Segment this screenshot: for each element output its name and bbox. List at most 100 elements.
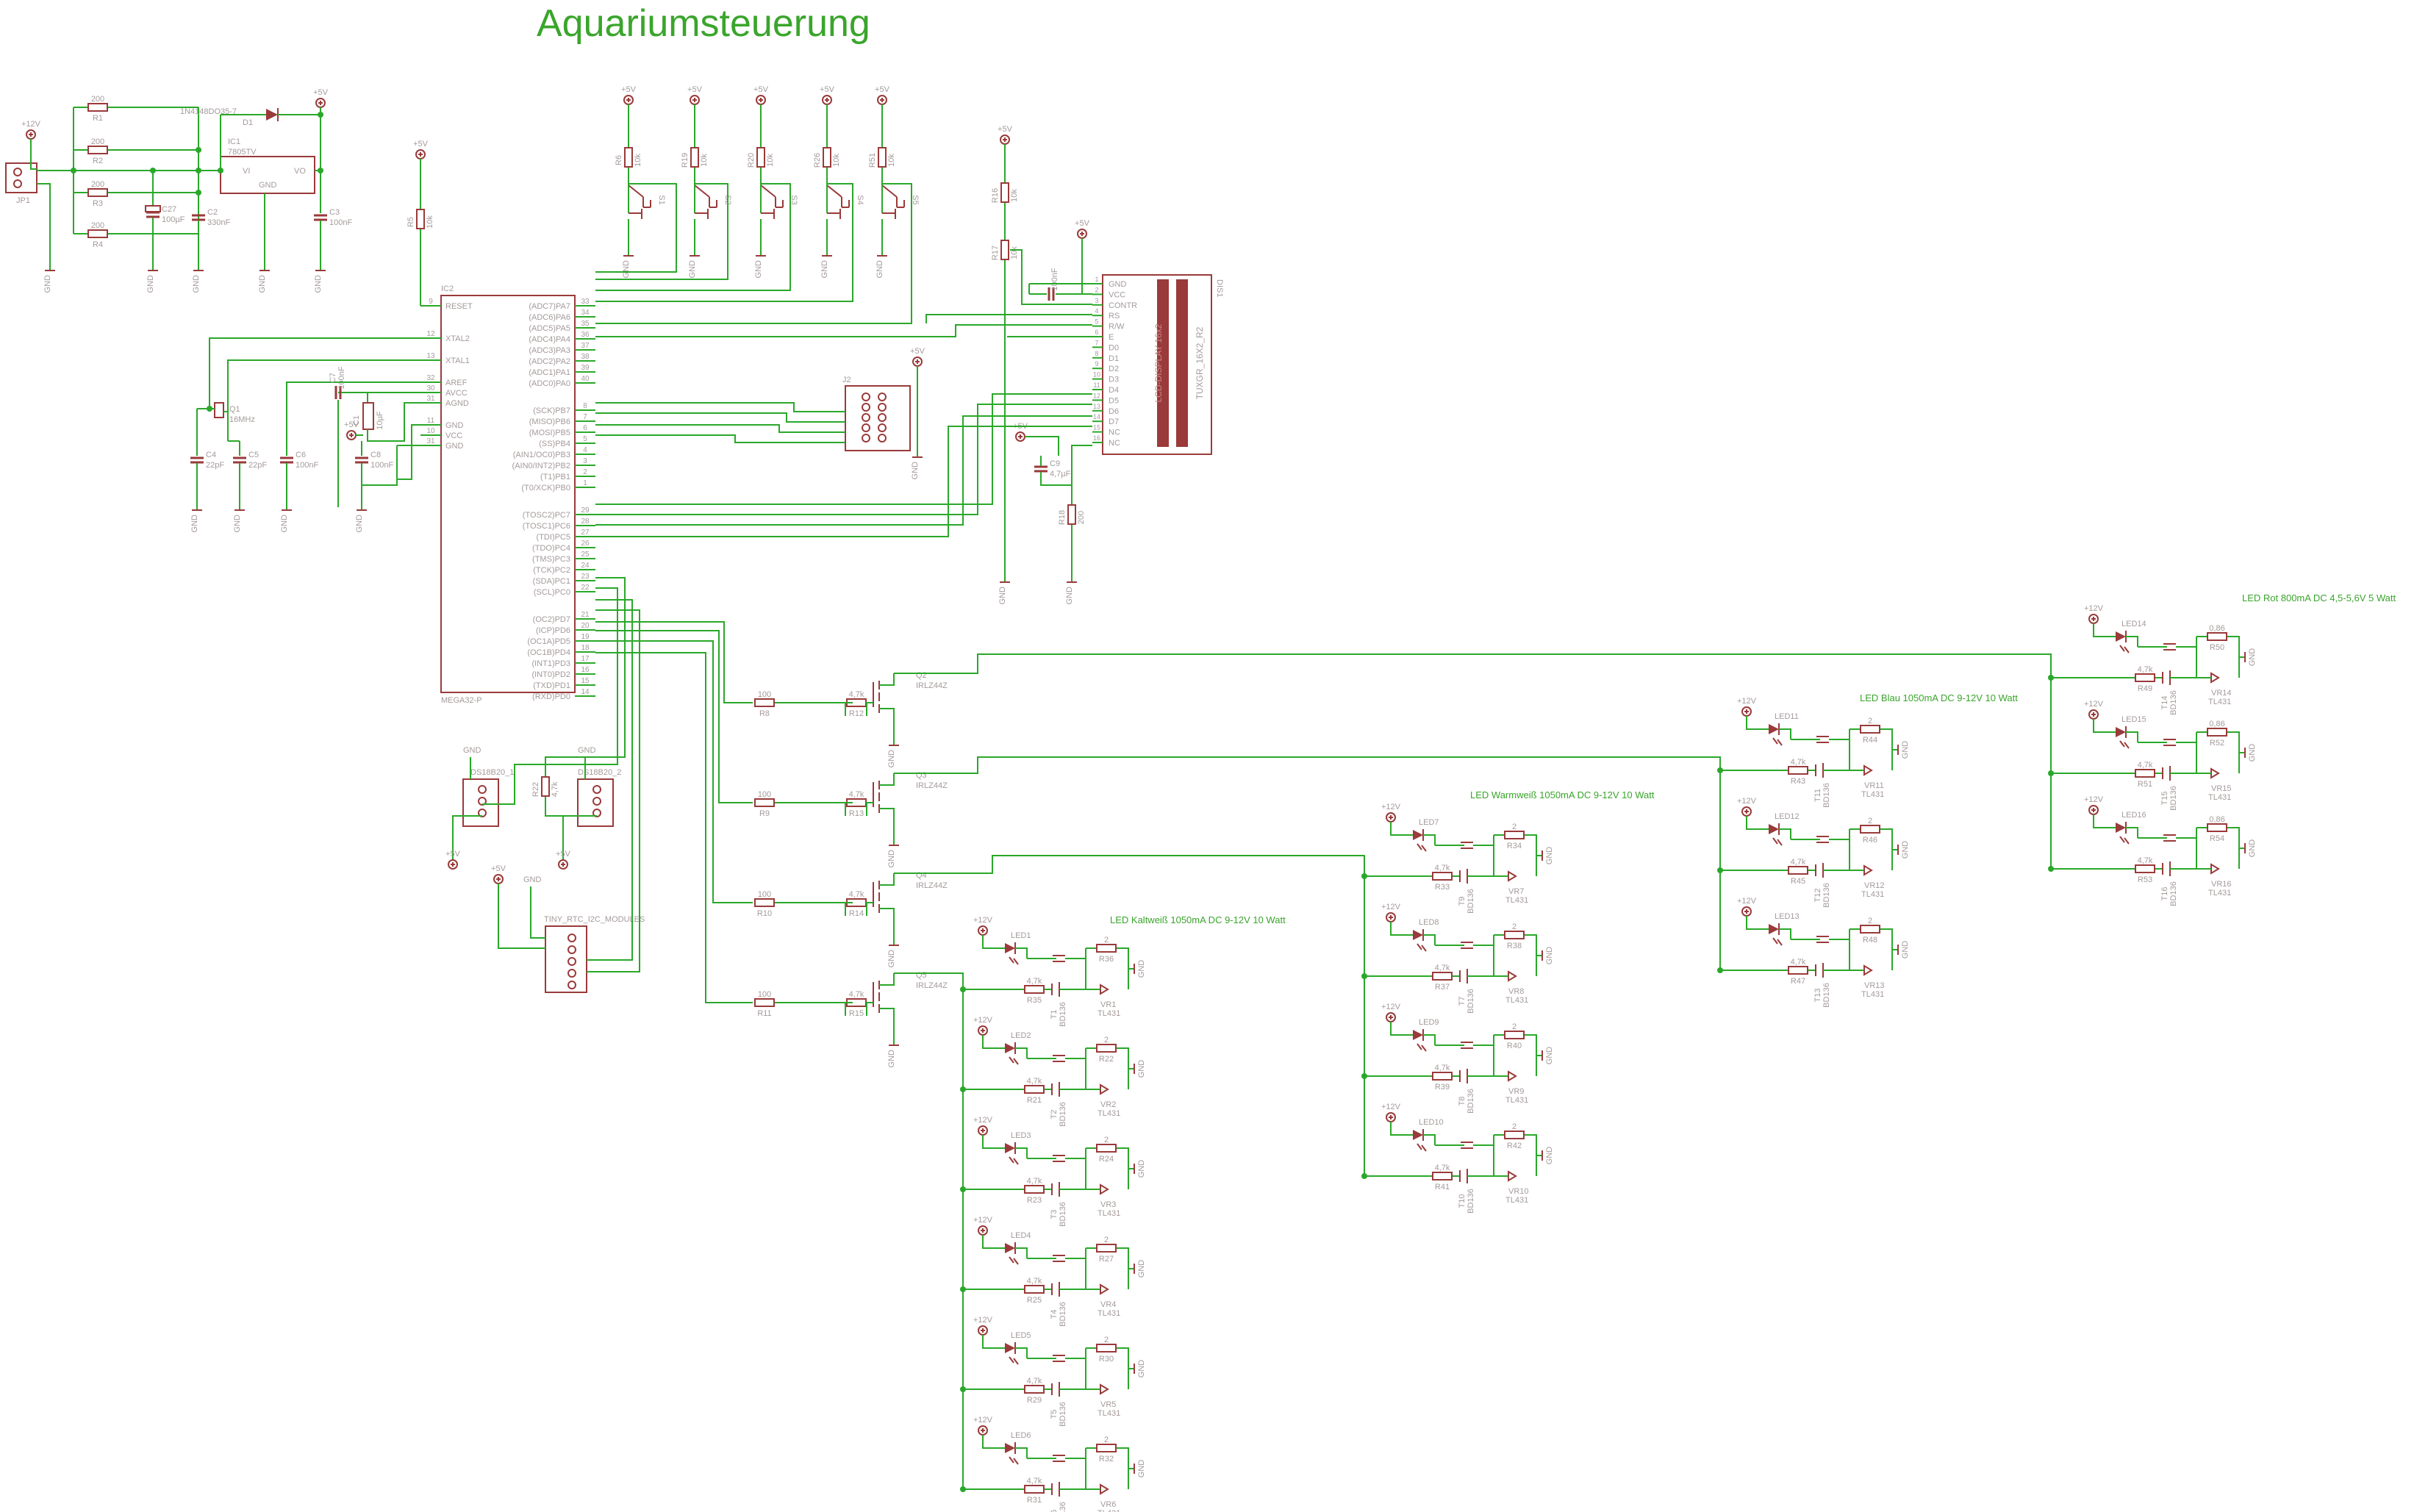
rtc-pin — [567, 957, 576, 966]
wire — [227, 359, 420, 441]
mcu-pin-number: 26 — [581, 540, 590, 548]
mcu-pin-label: (OC1A)PD5 — [527, 637, 570, 646]
vr-value: TL431 — [2208, 698, 2231, 706]
vr-ref: VR4 — [1100, 1300, 1116, 1309]
part-line — [1421, 1045, 1427, 1052]
resistor-value: 4,7k — [1027, 1377, 1042, 1386]
lcd-pin-number: 14 — [1093, 413, 1100, 420]
switch-ref: S3 — [789, 195, 798, 204]
resistor — [1504, 1031, 1525, 1039]
vr-value: TL431 — [1098, 1409, 1120, 1418]
rtc-ref: TINY_RTC_I2C_MODULES — [544, 915, 645, 924]
transistor-value: BD136 — [1059, 1402, 1067, 1427]
gnd-label: GND — [688, 260, 697, 279]
part-line — [1013, 1458, 1019, 1465]
mcu-pin-number: 16 — [581, 666, 590, 674]
junction — [318, 168, 323, 173]
supply-label: +5V — [413, 140, 429, 148]
transistor-ref: T3 — [1050, 1210, 1059, 1219]
wire — [595, 640, 753, 903]
transistor-value: BD136 — [1822, 983, 1831, 1008]
resistor-value: 4,7k — [1435, 1064, 1450, 1072]
supply-label: +12V — [2084, 795, 2104, 804]
isp-pin — [862, 423, 870, 432]
part-line — [1417, 1043, 1422, 1050]
gnd-label: GND — [911, 462, 920, 480]
resistor-ref: R54 — [2210, 834, 2224, 843]
supply-label: +12V — [973, 1016, 993, 1025]
gnd-label: GND — [146, 275, 155, 293]
resistor-ref: R12 — [849, 709, 864, 718]
wire — [1423, 834, 1436, 845]
capacitor-value: 100nF — [337, 366, 346, 389]
supply-label: +12V — [21, 120, 41, 129]
led-ref: LED16 — [2121, 811, 2146, 820]
resistor — [2135, 769, 2155, 778]
wire — [1525, 834, 1537, 876]
mcu-pin-label: (SCK)PB7 — [533, 406, 570, 415]
led-diode — [1005, 1343, 1015, 1353]
isp-pin — [862, 413, 870, 422]
transistor-value: BD136 — [2169, 690, 2178, 715]
lcd-pin-number: 12 — [1093, 392, 1100, 399]
jp1-ref: JP1 — [16, 196, 30, 205]
wire — [1746, 916, 1769, 930]
sensor-ref: DS18B20_2 — [578, 768, 621, 777]
sensor-pin — [478, 785, 487, 794]
mcu-pin-number: 18 — [581, 644, 590, 652]
resistor — [1504, 1131, 1525, 1139]
resistor-value: 4,7k — [849, 890, 864, 899]
resistor — [1504, 931, 1525, 939]
resistor-value: 200 — [1077, 511, 1086, 524]
page-title: Aquariumsteuerung — [537, 2, 870, 45]
mcu-pin-number: 5 — [583, 435, 587, 443]
supply-label: +12V — [1381, 1103, 1401, 1111]
part-line — [1009, 956, 1014, 964]
gnd-label: GND — [998, 587, 1007, 605]
wire — [1390, 922, 1413, 936]
isp-pin — [878, 393, 887, 401]
mcu-pin-number: 20 — [581, 622, 590, 630]
resistor-value: 4,7k — [2138, 856, 2153, 865]
supply-label: +5V — [445, 850, 461, 859]
resistor-value: 2 — [1868, 817, 1872, 825]
mcu-pin-number: 3 — [583, 457, 587, 465]
junction — [71, 168, 76, 173]
resistor-ref: R41 — [1435, 1183, 1450, 1192]
wire — [595, 183, 912, 324]
lcd-pin-number: 15 — [1093, 424, 1100, 431]
resistor-value: 100 — [758, 990, 771, 999]
resistor — [1024, 1185, 1045, 1194]
resistor-ref: R19 — [681, 153, 690, 168]
switch-ref: S1 — [657, 195, 666, 204]
wire — [1779, 728, 1791, 739]
gnd-label: GND — [1545, 1047, 1554, 1065]
regulator-value: 7805TV — [228, 148, 257, 157]
tl431 — [2210, 767, 2220, 779]
resistor — [1788, 966, 1808, 975]
wire — [1117, 1047, 1129, 1089]
switch-ref: S4 — [856, 195, 864, 204]
resistor-ref: R15 — [849, 1009, 864, 1018]
isp-pin — [862, 403, 870, 412]
mcu-pin-label: XTAL1 — [445, 356, 470, 365]
resistor-value: 4,7k — [551, 781, 559, 797]
isp-connector — [845, 385, 911, 451]
vr-value: TL431 — [1098, 1109, 1120, 1118]
resistor — [2135, 864, 2155, 873]
vr-ref: VR8 — [1508, 987, 1524, 996]
vr-value: TL431 — [1505, 1196, 1528, 1205]
gnd-label: GND — [258, 275, 267, 293]
mcu-pin-number: 8 — [583, 402, 587, 410]
mcu-pin-label: AVCC — [445, 389, 468, 398]
resistor — [754, 798, 775, 807]
vr-ref: VR3 — [1100, 1200, 1116, 1209]
wire — [2093, 719, 2116, 733]
led-diode — [2116, 727, 2126, 737]
capacitor-ref: C7 — [329, 373, 337, 383]
lcd-pin-label: D0 — [1109, 343, 1119, 352]
led-ref: LED9 — [1419, 1018, 1439, 1027]
wire — [925, 314, 1092, 323]
sensor-ds18b20-2 — [577, 778, 614, 827]
led-diode — [1769, 824, 1779, 834]
